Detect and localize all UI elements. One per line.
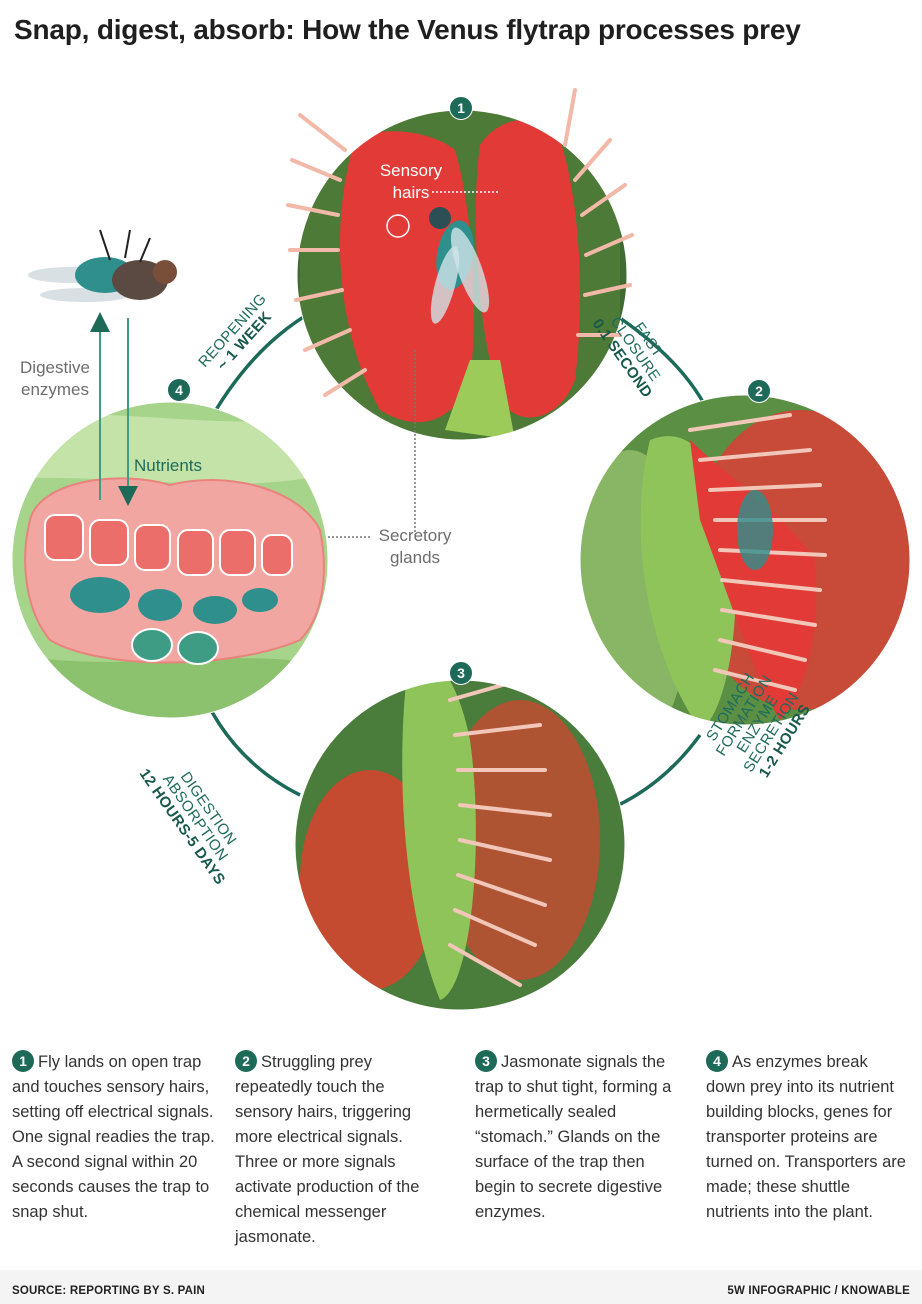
trap-teeth-1 <box>286 88 634 397</box>
label-digestive-enzymes: Digestive enzymes <box>20 358 90 399</box>
graphic-credit: 5W INFOGRAPHIC / KNOWABLE <box>727 1285 910 1297</box>
closing-trap-circle <box>580 395 910 725</box>
footer-bar: SOURCE: REPORTING BY S. PAIN 5W INFOGRAP… <box>0 1270 922 1304</box>
stage-badge-1: 1 <box>449 96 473 120</box>
stage-badge-3: 3 <box>449 661 473 685</box>
step-number-badge: 2 <box>235 1050 257 1072</box>
departing-fly-icon <box>28 229 177 302</box>
enzyme-nutrient-arrows <box>90 312 138 506</box>
step-number-badge: 4 <box>706 1050 728 1072</box>
step-number-badge: 1 <box>12 1050 34 1072</box>
sealed-trap-circle <box>295 680 625 1010</box>
page-title: Snap, digest, absorb: How the Venus flyt… <box>14 14 801 45</box>
label-sensory-hairs: Sensory hairs <box>379 161 443 202</box>
source-credit: SOURCE: REPORTING BY S. PAIN <box>12 1285 206 1297</box>
gland-cross-section-circle <box>12 402 328 718</box>
flytrap-cycle-illustration <box>11 88 911 1011</box>
stage-badge-2: 2 <box>747 379 771 403</box>
step-number-badge: 3 <box>475 1050 497 1072</box>
label-nutrients: Nutrients <box>134 456 203 475</box>
sensory-hair-marker <box>386 214 410 238</box>
stage-badge-4: 4 <box>167 378 191 402</box>
label-secretory-glands: Secretory glands <box>378 526 452 567</box>
fly-icon <box>429 207 490 324</box>
